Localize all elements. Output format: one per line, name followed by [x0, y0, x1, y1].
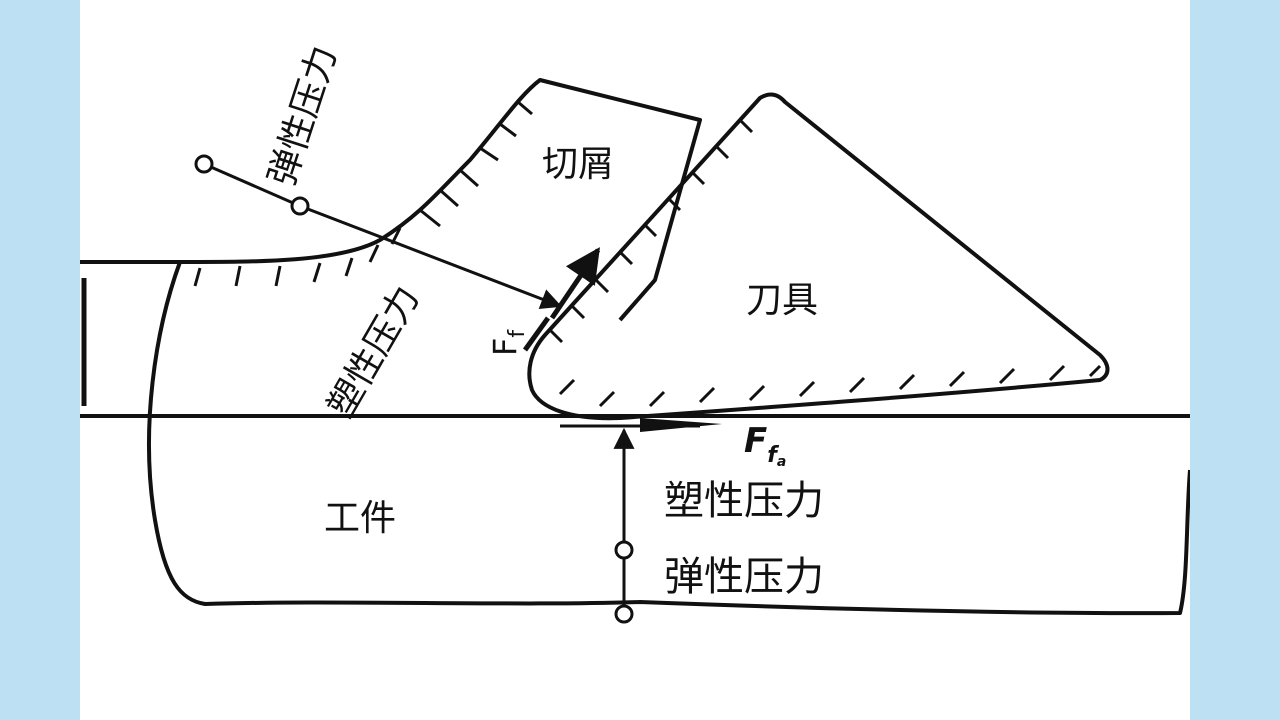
flank-friction-label: Ffa: [744, 421, 786, 470]
chip-hatching: [193, 100, 533, 287]
workpiece-outline: [80, 260, 1190, 616]
plastic-pressure-work-label: 塑性压力: [664, 478, 824, 524]
rake-friction-force: [522, 247, 601, 352]
rake-friction-label: Ff: [486, 329, 530, 356]
workpiece-label: 工件: [324, 498, 396, 539]
elastic-pressure-chip-label: 弹性压力: [262, 41, 345, 191]
cutting-force-diagram: 切屑 刀具 工件 弹性压力 塑性压力 Ff Ffa 塑性压力 弹性压力: [80, 41, 1190, 624]
workpiece-force-vector: [613, 427, 635, 624]
flank-friction-force: [560, 418, 722, 432]
slide-canvas: 切屑 刀具 工件 弹性压力 塑性压力 Ff Ffa 塑性压力 弹性压力: [80, 0, 1190, 720]
tool-flank-hatching: [558, 364, 1102, 408]
tool-rake-hatching: [548, 118, 754, 344]
tool-label: 刀具: [746, 280, 818, 321]
elastic-pressure-work-label: 弹性压力: [664, 554, 824, 600]
plastic-pressure-chip-label: 塑性压力: [320, 279, 428, 424]
chip-force-vector: [194, 154, 562, 310]
chip-label: 切屑: [542, 144, 614, 185]
tool-outline: [527, 92, 1110, 421]
chip-outline: [179, 78, 702, 322]
